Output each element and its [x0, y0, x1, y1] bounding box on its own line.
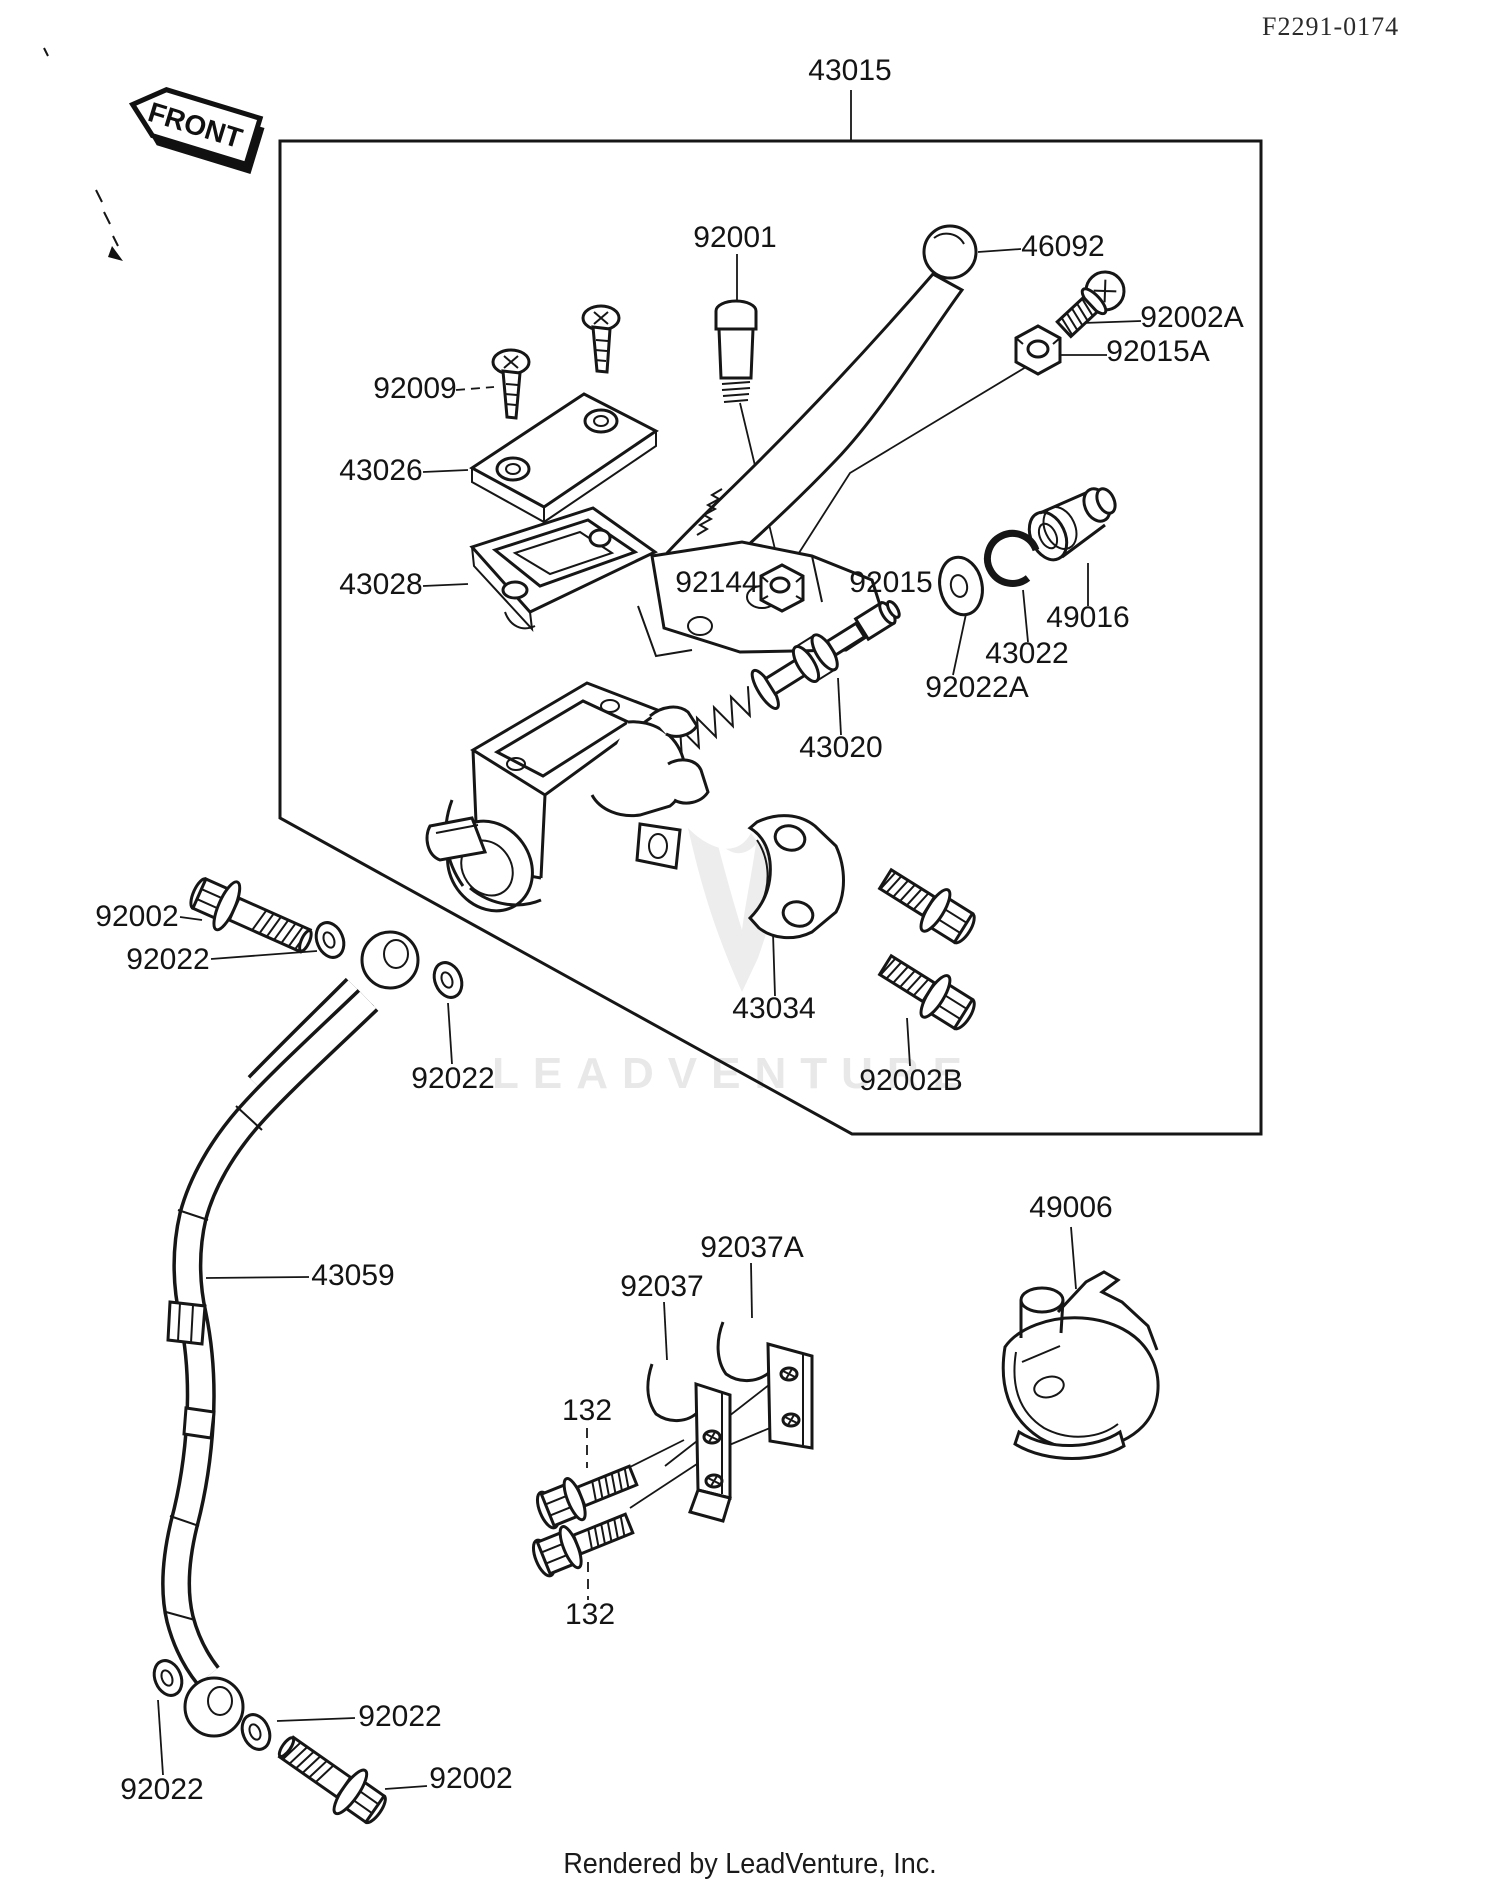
part-drawing-return-spring	[696, 488, 723, 536]
part-label-92022: 92022	[358, 1700, 441, 1733]
part-label-92002: 92002	[95, 900, 178, 933]
part-drawing-pivot-bolt	[714, 299, 758, 403]
front-sign-small-arrow-icon	[108, 246, 123, 261]
part-drawing-washer-92022-d	[240, 1713, 272, 1751]
part-drawing-clamp-bolt-1	[877, 867, 976, 945]
part-drawing-hose-bracket-rear	[716, 1321, 814, 1450]
part-label-92022: 92022	[120, 1773, 203, 1806]
part-label-132: 132	[562, 1394, 612, 1427]
part-label-92002A: 92002A	[1140, 301, 1243, 334]
part-drawing-brake-hose	[161, 930, 420, 1738]
part-label-92015: 92015	[849, 566, 932, 599]
front-direction-sign: FRONT	[43, 47, 265, 261]
diagram-code: F2291-0174	[1262, 12, 1400, 41]
part-label-92037: 92037	[620, 1270, 703, 1303]
part-drawing-hose-bracket-front	[646, 1363, 732, 1523]
part-drawing-cap-screws	[491, 304, 621, 420]
part-drawing-circlip	[983, 529, 1040, 587]
part-label-92001: 92001	[693, 221, 776, 254]
part-label-92037A: 92037A	[700, 1231, 803, 1264]
assembly-boundary-box	[278, 139, 1263, 1136]
part-label-92022: 92022	[411, 1062, 494, 1095]
part-label-43059: 43059	[311, 1259, 394, 1292]
leadventure-watermark-text: LEADVENTURE	[492, 1049, 976, 1098]
part-label-43028: 43028	[339, 568, 422, 601]
part-label-43022: 43022	[985, 637, 1068, 670]
part-drawing-diaphragm-plate	[469, 506, 658, 632]
part-drawing-banjo-bolt-top	[189, 877, 313, 954]
part-drawing-clamp-bolt-2	[877, 953, 976, 1031]
part-label-49016: 49016	[1046, 601, 1129, 634]
part-label-43034: 43034	[732, 992, 815, 1025]
part-drawing-washer-92022-a	[314, 921, 346, 959]
part-drawing-master-cylinder-body	[425, 681, 710, 913]
part-drawing-washer-92022a	[938, 555, 984, 617]
part-drawing-screw-92002a	[1055, 270, 1126, 339]
part-drawing-reservoir-cap	[469, 392, 659, 524]
part-label-92002B: 92002B	[859, 1064, 962, 1097]
part-label-92009: 92009	[373, 372, 456, 405]
part-label-43026: 43026	[339, 454, 422, 487]
part-drawing-nut-92015	[759, 563, 805, 613]
part-drawing-dust-boot	[1027, 487, 1117, 562]
part-drawing-bracket-bolt-2	[531, 1512, 635, 1578]
front-sign-dash-trail	[43, 47, 119, 247]
part-drawing-banjo-bolt-bottom	[277, 1735, 387, 1825]
part-label-132: 132	[565, 1598, 615, 1631]
part-drawing-lever-boot-cover	[1001, 1270, 1160, 1460]
part-drawing-bracket-bolt-1	[535, 1464, 639, 1530]
part-label-46092: 46092	[1021, 230, 1104, 263]
part-drawing-piston-assembly	[628, 599, 901, 790]
part-label-92002: 92002	[429, 1762, 512, 1795]
part-label-49006: 49006	[1029, 1191, 1112, 1224]
footer-credit: Rendered by LeadVenture, Inc.	[563, 1848, 937, 1880]
part-label-92022A: 92022A	[925, 671, 1028, 704]
part-label-92015A: 92015A	[1106, 335, 1209, 368]
part-label-43015: 43015	[808, 54, 891, 87]
part-drawing-washer-92022-c	[152, 1659, 184, 1697]
part-label-43020: 43020	[799, 731, 882, 764]
part-drawing-handlebar-clamp	[747, 814, 845, 940]
part-label-92144: 92144	[675, 566, 758, 599]
part-drawing-washer-92022-b	[432, 961, 464, 999]
part-label-92022: 92022	[126, 943, 209, 976]
part-drawing-nut-92015a	[1014, 324, 1062, 376]
